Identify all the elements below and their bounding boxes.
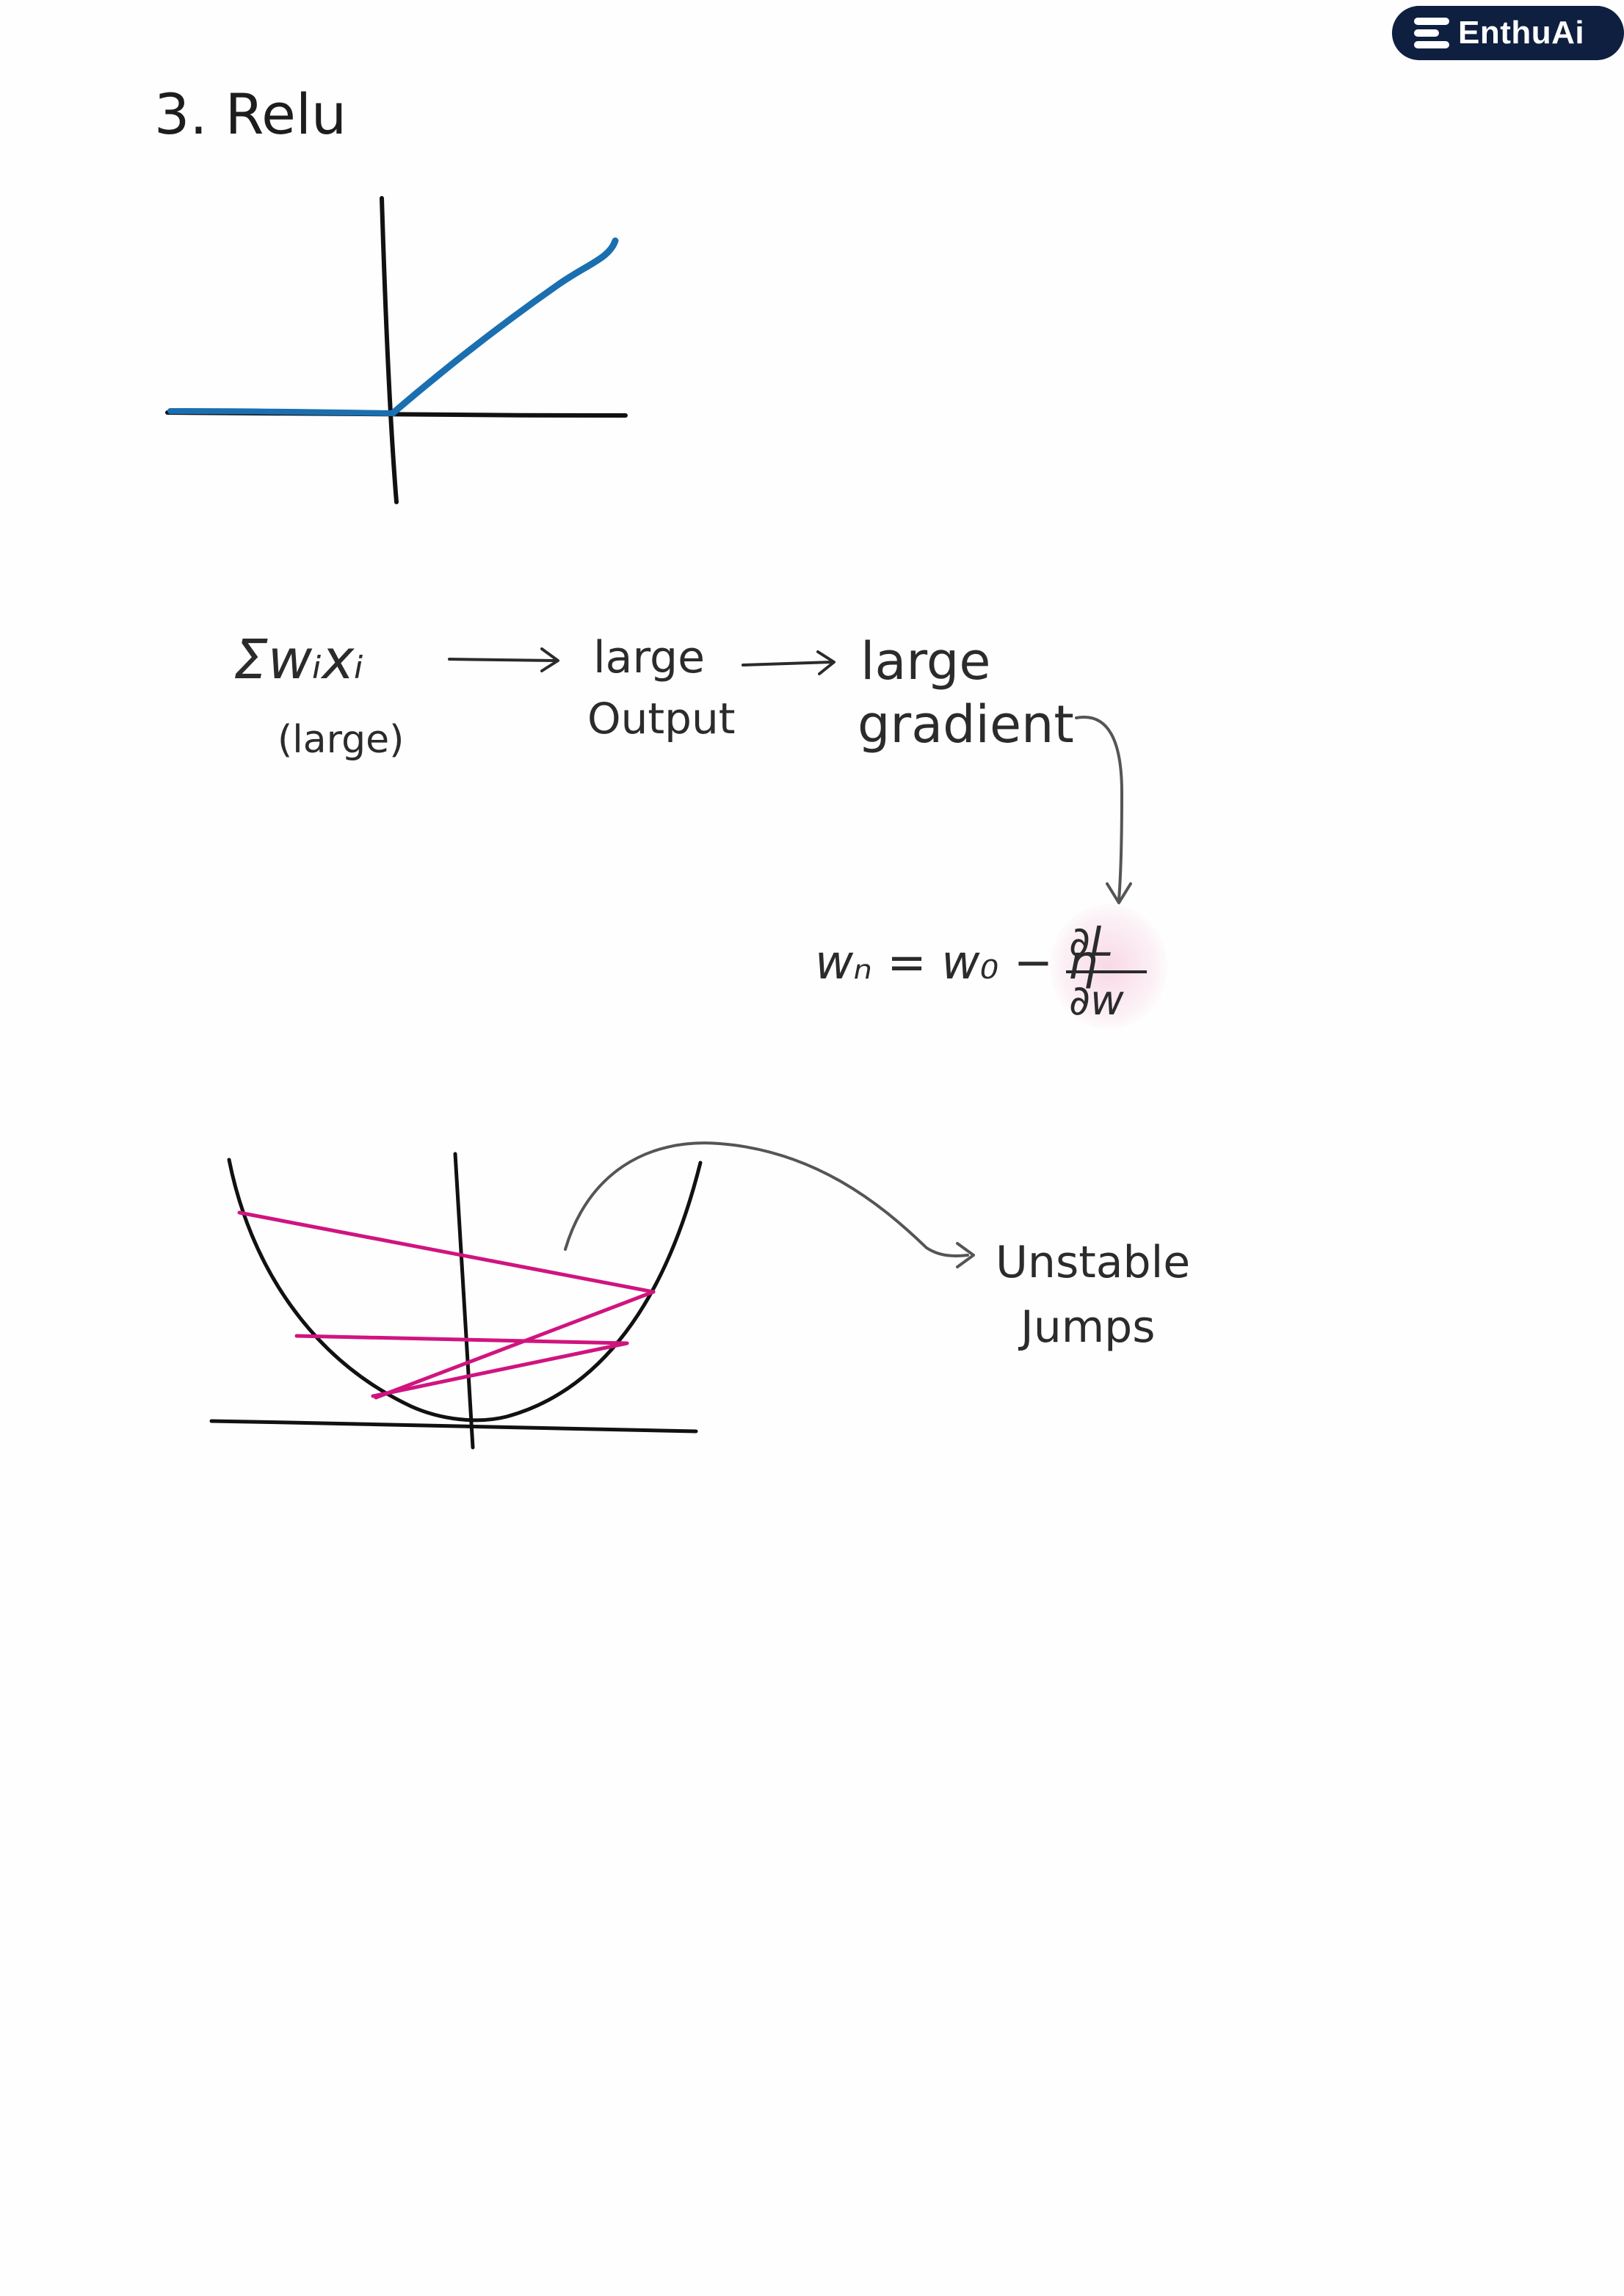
arrow-to-output-head [540, 647, 559, 672]
jump-line [294, 1334, 629, 1345]
highlight-blot [1050, 904, 1167, 1029]
jump-line [237, 1210, 656, 1294]
relu-y-axis [380, 196, 399, 504]
arrow-to-gradient-head [816, 650, 835, 675]
arrow-to-gradient [742, 661, 833, 666]
loss-y-axis [453, 1152, 475, 1450]
loss-parabola [227, 1158, 703, 1423]
enthuai-badge: EnthuAi [1392, 6, 1624, 60]
gradient-label-line1: large [860, 631, 991, 691]
jump-line [371, 1341, 629, 1398]
arrow-to-output [448, 658, 557, 662]
stacked-bars-logo-icon [1414, 18, 1449, 48]
unstable-label-line2: Jumps [1021, 1301, 1156, 1353]
badge-label: EnthuAi [1458, 15, 1585, 51]
gradient-jumps [237, 1210, 656, 1400]
flow-arrows [448, 647, 1132, 904]
arrow-to-equation-head [1106, 882, 1132, 904]
update-equation-numerator: ∂L [1069, 918, 1114, 966]
sum-note: (large) [278, 718, 405, 762]
loss-x-axis [209, 1419, 698, 1434]
fraction-bar [1066, 970, 1147, 973]
update-equation-lhs: wₙ = w₀ − η [815, 936, 1098, 990]
output-label-line1: large [593, 632, 706, 683]
sum-expression: Σwᵢxᵢ [233, 628, 364, 691]
loss-curve-graph [209, 1141, 975, 1450]
jump-line [374, 1290, 656, 1400]
unstable-label-line1: Unstable [996, 1237, 1191, 1288]
unstable-arrow-head [956, 1242, 975, 1268]
relu-graph [165, 196, 628, 504]
unstable-arrow [564, 1141, 969, 1257]
page-title: 3. Relu [154, 81, 347, 147]
gradient-label-line2: gradient [858, 694, 1074, 755]
relu-flat-segment [167, 408, 396, 416]
update-equation-denominator: ∂w [1069, 977, 1124, 1025]
relu-linear-segment [390, 237, 619, 416]
arrow-to-equation [1075, 716, 1124, 901]
output-label-line2: Output [587, 694, 736, 744]
